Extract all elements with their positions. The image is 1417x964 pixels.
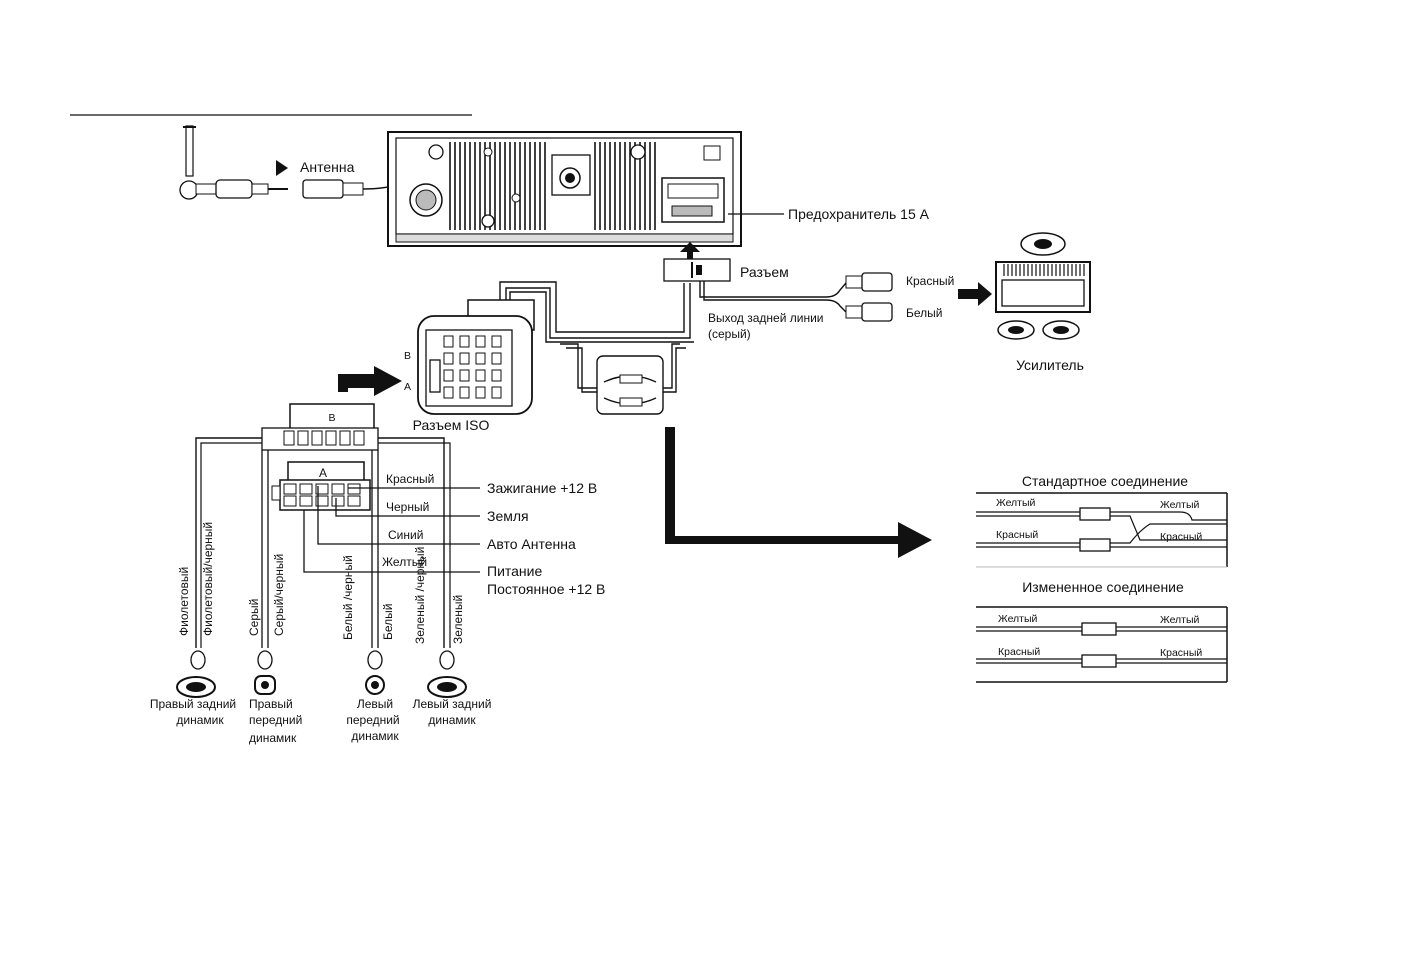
amp-red-label: Красный (906, 274, 954, 288)
speaker-front-right-label-2: передний (249, 713, 302, 727)
detail-arrow-icon (665, 427, 932, 558)
standard-title: Стандартное соединение (1022, 473, 1188, 489)
wire-label-green-black: Зеленый /черный (413, 547, 427, 644)
speaker-front-right-label: Правый (249, 697, 293, 711)
power-label: Питание (487, 563, 542, 579)
speaker-front-left-label-2: передний (346, 713, 399, 727)
connector-block (663, 258, 731, 282)
speaker-front-left-label: Левый (357, 697, 393, 711)
standard-yellow-right: Желтый (1160, 499, 1200, 511)
speaker-rear-right-label: Правый задний (150, 697, 236, 711)
harness-cable (499, 281, 694, 393)
block-a (271, 461, 371, 511)
rear-line-out-color-label: (серый) (708, 327, 751, 341)
line-out-cable (699, 272, 893, 322)
iso-connector (417, 299, 535, 415)
speaker-front-left-label-3: динамик (351, 729, 399, 743)
fuse-label: Предохранитель 15 А (788, 206, 930, 222)
iso-connector-label: Разъем ISO (413, 417, 490, 433)
speaker-rear-left-label: Левый задний (413, 697, 492, 711)
antenna-arrow-icon (276, 160, 288, 176)
modified-red-right: Красный (1160, 647, 1202, 659)
antenna-illustration (179, 125, 288, 200)
amplifier-label: Усилитель (1016, 357, 1084, 373)
modified-yellow-right: Желтый (1160, 614, 1200, 626)
modified-title: Измененное соединение (1022, 579, 1184, 595)
connector-label: Разъем (740, 264, 789, 280)
modified-yellow-left: Желтый (998, 613, 1038, 625)
standard-connection-panel (976, 492, 1228, 568)
standard-red-left: Красный (996, 529, 1038, 541)
amp-white-label: Белый (906, 306, 942, 320)
iso-arrow-icon (338, 366, 402, 396)
wire-black-label: Черный (386, 500, 429, 514)
bus-line (195, 437, 262, 648)
wire-label-green: Зеленый (451, 595, 465, 644)
wire-label-white: Белый (381, 604, 395, 640)
modified-connection-panel (976, 606, 1228, 683)
wire-label-gray: Серый (247, 599, 261, 636)
head-unit-rear (387, 131, 742, 247)
speaker-rear-right-label-2: динамик (176, 713, 224, 727)
ground-label: Земля (487, 508, 529, 524)
wire-label-violet: Фиолетовый (177, 567, 191, 636)
speaker-front-left (365, 650, 385, 695)
speaker-front-right (254, 650, 276, 695)
wire-label-white-black: Белый /черный (341, 555, 355, 640)
block-b (261, 403, 379, 451)
standard-red-right: Красный (1160, 531, 1202, 543)
auto-antenna-label: Авто Антенна (487, 536, 576, 552)
rear-line-out-label: Выход задней линии (708, 311, 824, 325)
block-a-letter: A (319, 466, 327, 480)
wire-yellow-label: Желтый (382, 555, 427, 569)
amplifier-illustration (995, 232, 1091, 340)
speaker-rear-left-label-2: динамик (428, 713, 476, 727)
iso-b-letter: B (404, 350, 411, 362)
block-b-letter: B (328, 412, 335, 424)
wire-label-gray-black: Серый/черный (272, 554, 286, 636)
speaker-rear-left (427, 650, 467, 698)
iso-a-letter: A (404, 381, 411, 393)
antenna-label: Антенна (300, 159, 355, 175)
speaker-rear-right (176, 650, 216, 698)
power-constant-label: Постоянное +12 В (487, 581, 605, 597)
wire-label-violet-black: Фиолетовый/черный (201, 522, 215, 636)
standard-yellow-left: Желтый (996, 497, 1036, 509)
ignition-label: Зажигание +12 В (487, 480, 597, 496)
wire-blue-label: Синий (388, 528, 423, 542)
loop-connector (596, 355, 664, 415)
up-arrow-icon (680, 242, 700, 252)
wire-red-label: Красный (386, 472, 434, 486)
modified-red-left: Красный (998, 646, 1040, 658)
amp-arrow-icon (958, 282, 992, 306)
speaker-front-right-label-3: динамик (249, 731, 297, 745)
